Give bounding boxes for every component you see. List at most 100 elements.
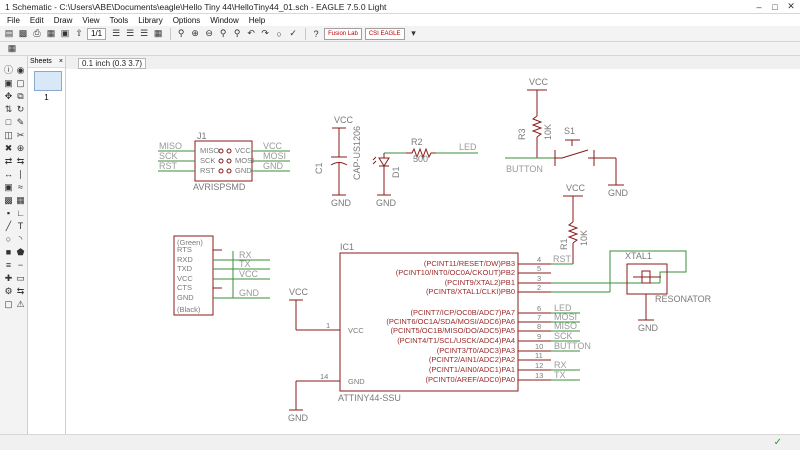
d1-led[interactable]: [372, 152, 406, 196]
value-icon[interactable]: ▦: [16, 195, 25, 205]
rect-icon[interactable]: ■: [5, 247, 12, 257]
zoom-redraw-icon[interactable]: ⚲: [219, 28, 227, 38]
c1-name: C1: [314, 162, 324, 174]
attribute-icon[interactable]: ⚙: [4, 286, 13, 296]
show-icon[interactable]: ◉: [16, 65, 25, 75]
replace-icon[interactable]: ⇆: [16, 156, 25, 166]
run-icon[interactable]: ☰: [126, 28, 135, 38]
sheet-thumbnail[interactable]: [34, 71, 62, 91]
minimize-button[interactable]: –: [756, 1, 762, 12]
stop-icon[interactable]: ○: [276, 28, 282, 39]
ic1-pin-label: (PCINT11/RESET/DW)PB3: [424, 259, 515, 268]
cut-icon[interactable]: ✂: [16, 130, 25, 140]
cam-icon[interactable]: ▦: [46, 28, 56, 38]
help-icon[interactable]: ?: [313, 28, 319, 39]
r1-resistor[interactable]: [551, 195, 583, 265]
r2-resistor[interactable]: [406, 147, 478, 159]
miter-icon[interactable]: ∟: [16, 208, 25, 218]
menu-edit[interactable]: Edit: [29, 15, 44, 25]
change-icon[interactable]: ✎: [16, 117, 25, 127]
save-icon[interactable]: ▩: [18, 28, 28, 38]
mirror-icon[interactable]: ⇅: [4, 104, 13, 114]
mark-icon[interactable]: ▢: [16, 78, 25, 88]
schematic-drawing[interactable]: J1 AVRISPSMD MISO SCK RST MISO SCK RST V…: [66, 69, 800, 434]
eagle-logo-button[interactable]: CSI EAGLE: [364, 27, 405, 40]
zoom-select-icon[interactable]: ⚲: [233, 28, 241, 38]
pinswap-icon[interactable]: ⇄: [4, 156, 13, 166]
label-icon[interactable]: ▭: [16, 273, 25, 283]
menu-view[interactable]: View: [82, 15, 100, 25]
upload-icon[interactable]: ⇧: [75, 28, 83, 38]
menu-tools[interactable]: Tools: [109, 15, 129, 25]
r3-resistor[interactable]: [527, 89, 547, 158]
menu-library[interactable]: Library: [138, 15, 163, 25]
net-icon[interactable]: −: [17, 260, 24, 270]
c1-capacitor[interactable]: [330, 127, 348, 196]
grid-icon[interactable]: ▦: [153, 28, 163, 38]
gateswap-icon[interactable]: ↔: [4, 169, 13, 179]
circle-icon[interactable]: ○: [5, 234, 12, 244]
text-icon[interactable]: T: [17, 221, 24, 231]
ftdi-pin-rxd: RXD: [177, 255, 193, 264]
wire-icon[interactable]: ╱: [5, 221, 12, 231]
add-icon[interactable]: ⊕: [16, 143, 25, 153]
display-icon[interactable]: ▣: [4, 78, 13, 88]
ftdi-connector[interactable]: [173, 235, 270, 316]
fusion-lab-button[interactable]: Fusion Lab: [324, 27, 362, 40]
window-title: 1 Schematic - C:\Users\ABE\Documents\eag…: [5, 1, 387, 12]
redo-icon[interactable]: ↷: [261, 28, 269, 38]
arc-icon[interactable]: ◝: [18, 234, 23, 244]
rotate-icon[interactable]: ↻: [16, 104, 25, 114]
toolbar-separator: [305, 27, 307, 40]
ftdi-pin-gnd: GND: [177, 293, 194, 302]
bus-icon[interactable]: ≡: [5, 260, 12, 270]
undo-icon[interactable]: ↶: [247, 28, 255, 38]
xtal1-resonator[interactable]: [609, 250, 687, 321]
ftdi-top-label: (Green): [177, 238, 203, 247]
move-icon[interactable]: ✥: [4, 91, 13, 101]
print-icon[interactable]: ⎙: [33, 28, 41, 38]
menu-help[interactable]: Help: [248, 15, 266, 25]
erc-icon[interactable]: ▢: [4, 299, 13, 309]
name-icon[interactable]: ▪: [6, 208, 11, 218]
junction-icon[interactable]: ✚: [4, 273, 13, 283]
paste-icon[interactable]: ◫: [4, 130, 13, 140]
sheet-select[interactable]: 1/1: [87, 27, 107, 40]
menu-draw[interactable]: Draw: [53, 15, 73, 25]
toolbar-separator: [170, 27, 172, 40]
smash-icon[interactable]: ▩: [4, 195, 13, 205]
ic1-chip[interactable]: [289, 252, 660, 411]
go-icon[interactable]: ✓: [289, 28, 297, 38]
board-icon[interactable]: ▣: [60, 28, 70, 38]
drc-ok-icon[interactable]: ✓: [773, 437, 782, 448]
group-icon[interactable]: □: [5, 117, 12, 127]
dimension-icon[interactable]: ⇆: [16, 286, 25, 296]
split-icon[interactable]: ∣: [18, 169, 23, 179]
ftdi-net-rx: RX: [239, 250, 252, 260]
info-icon[interactable]: ⓘ: [3, 65, 13, 75]
menu-file[interactable]: File: [7, 15, 20, 25]
close-button[interactable]: ✕: [787, 1, 795, 11]
menu-window[interactable]: Window: [210, 15, 239, 25]
errors-icon[interactable]: ⚠: [16, 299, 25, 309]
menu-options[interactable]: Options: [172, 15, 201, 25]
s1-button[interactable]: [505, 139, 624, 186]
chevron-down-icon[interactable]: ▾: [411, 28, 416, 38]
invoke-icon[interactable]: ▣: [4, 182, 13, 192]
j1-connector[interactable]: [158, 140, 290, 182]
sheets-panel: Sheets × 1: [28, 56, 66, 450]
grid-icon[interactable]: ▦: [7, 43, 17, 53]
zoom-in-icon[interactable]: ⊕: [191, 28, 199, 38]
schematic-canvas[interactable]: J1 AVRISPSMD MISO SCK RST MISO SCK RST V…: [66, 69, 800, 434]
open-icon[interactable]: ▤: [4, 28, 14, 38]
polygon-icon[interactable]: ⬟: [16, 247, 25, 257]
zoom-out-icon[interactable]: ⊖: [205, 28, 213, 38]
ulp-icon[interactable]: ☰: [140, 28, 149, 38]
delete-icon[interactable]: ✖: [4, 143, 13, 153]
close-icon[interactable]: ×: [58, 58, 63, 65]
zoom-fit-icon[interactable]: ⚲: [177, 28, 185, 38]
maximize-button[interactable]: □: [772, 1, 778, 12]
copy-icon[interactable]: ⧉: [17, 91, 24, 101]
script-icon[interactable]: ☰: [112, 28, 121, 38]
optimize-icon[interactable]: ≈: [18, 182, 23, 192]
